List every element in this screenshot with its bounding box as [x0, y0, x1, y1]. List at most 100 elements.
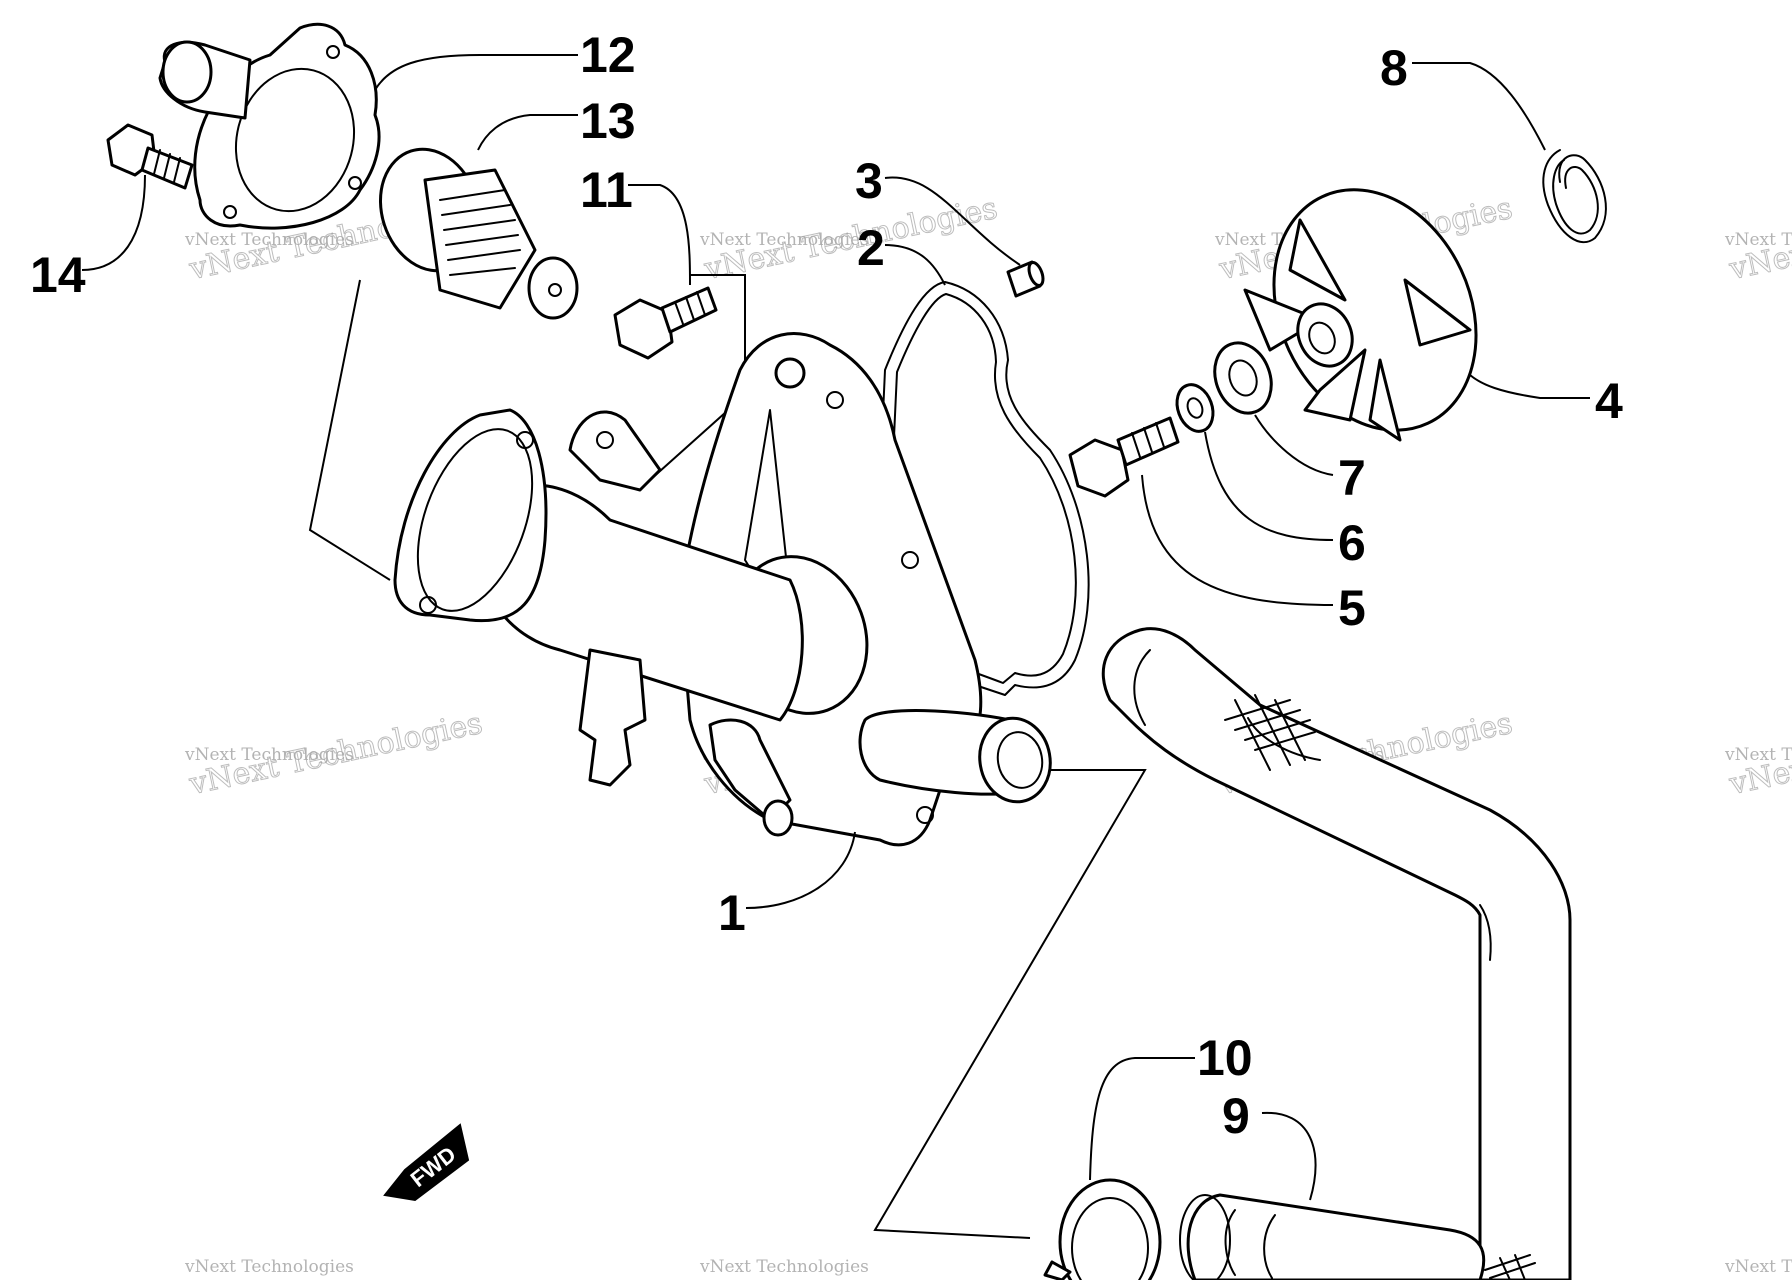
part-6-washer — [1175, 383, 1215, 433]
thermostat-valve — [527, 256, 579, 320]
watermark: vNext Technologies — [699, 1257, 869, 1277]
callout-11: 11 — [580, 162, 633, 218]
leader-12 — [374, 54, 578, 91]
cover-opening — [234, 67, 356, 213]
housing-drain-nipple — [578, 648, 647, 787]
housing-bolt-hole — [901, 551, 919, 569]
part-13-thermostat — [378, 147, 579, 320]
housing-flange-hole — [419, 596, 437, 614]
watermark: vNext Technologies vNext Technologies — [1724, 705, 1792, 802]
impeller-hub-bore — [1308, 321, 1336, 355]
housing-inlet-bore — [996, 731, 1044, 789]
impeller-hub — [1296, 302, 1354, 368]
dowel-pin-end — [1027, 261, 1045, 287]
impeller-vane — [1243, 288, 1322, 352]
callout-8: 8 — [1380, 40, 1408, 96]
bolt-11-head — [613, 298, 674, 360]
bolt-14-threads — [153, 149, 181, 183]
hose-ridge — [1133, 649, 1151, 726]
callout-10: 10 — [1197, 1030, 1253, 1086]
assembly-lines — [308, 274, 1147, 1239]
cover-spout-end — [161, 40, 213, 104]
bolt-11-shank — [660, 286, 718, 334]
watermark: vNext Technologies — [184, 1257, 354, 1277]
clamp-outer — [1058, 1178, 1162, 1280]
washer-6-hole — [1186, 397, 1204, 419]
housing-outlet-face — [416, 428, 534, 612]
callout-2: 2 — [857, 220, 885, 276]
watermark: vNext Technologies vNext Technologies — [699, 190, 1001, 287]
assembly-line-bolt — [649, 274, 746, 481]
housing-bolt-hole — [826, 391, 844, 409]
impeller-vane — [1403, 278, 1472, 347]
part-10-clamp — [1043, 1178, 1162, 1280]
housing-bolt-hole — [774, 357, 806, 389]
part-14-bolt — [106, 123, 194, 190]
hose-texture — [1224, 694, 1316, 771]
housing-flange-hole — [516, 431, 534, 449]
housing-ear — [568, 410, 662, 492]
part-8-snap-ring — [1542, 149, 1607, 244]
callout-1: 1 — [718, 885, 746, 941]
assembly-line-hose — [873, 769, 1147, 1239]
bolt-5-threads — [1131, 422, 1165, 458]
housing-outlet-flange — [393, 408, 548, 623]
seal-7-hole — [1228, 359, 1258, 397]
callout-7: 7 — [1338, 450, 1366, 506]
impeller-vane — [1303, 348, 1367, 422]
callout-6: 6 — [1338, 515, 1366, 571]
callout-9: 9 — [1222, 1088, 1250, 1144]
thermostat-body — [423, 168, 537, 310]
thermostat-pin — [548, 283, 562, 297]
watermark-small: vNext Technologies — [184, 230, 354, 250]
leader-13 — [477, 114, 578, 151]
part-1-pump-housing — [393, 332, 1052, 847]
housing-ear-hole — [596, 431, 614, 449]
leader-2 — [884, 244, 946, 286]
leader-1 — [745, 831, 856, 909]
part-5-bolt — [1068, 416, 1180, 498]
leader-5 — [1141, 474, 1334, 606]
leader-4 — [1469, 374, 1590, 399]
hose-ridge — [1224, 1209, 1276, 1279]
callout-14: 14 — [30, 247, 86, 303]
hose-upper-bend — [1101, 627, 1572, 1280]
watermark-small: vNext Technologies — [1724, 1257, 1792, 1277]
assembly-line-cover — [308, 279, 391, 581]
leader-7 — [1254, 414, 1334, 476]
part-11-bolt — [613, 286, 718, 360]
leader-11 — [628, 184, 691, 286]
washer-6 — [1175, 383, 1215, 433]
housing-bypass-end — [762, 799, 794, 837]
housing-bypass-pipe — [708, 718, 792, 822]
cover-bolt-hole — [223, 205, 237, 219]
watermark-small: vNext Technologies — [1724, 745, 1792, 765]
cover-bolt-hole — [348, 176, 362, 190]
callout-3: 3 — [855, 153, 883, 209]
watermark: vNext Technologies vNext Technologies — [184, 705, 486, 802]
part-3-dowel-pin — [1006, 260, 1045, 298]
watermark-small: vNext Technologies — [699, 1257, 869, 1277]
hose-ridge — [1479, 904, 1492, 961]
watermark-small: vNext Technologies — [184, 1257, 354, 1277]
callout-4: 4 — [1595, 373, 1623, 429]
watermark-small: vNext Technologies — [699, 230, 869, 250]
housing-bolt-hole — [916, 806, 934, 824]
part-4-impeller — [1243, 188, 1478, 442]
cover-bolt-hole — [326, 45, 340, 59]
impeller-vane — [1288, 218, 1347, 302]
hose-lower-end — [1186, 1193, 1486, 1280]
callout-12: 12 — [580, 27, 636, 83]
leader-6 — [1204, 431, 1334, 541]
thermostat-spring — [439, 189, 521, 276]
hose-texture — [1484, 1254, 1536, 1280]
watermark: vNext Technologies vNext Technologies — [1724, 190, 1792, 287]
callout-13: 13 — [580, 93, 636, 149]
leader-3 — [884, 176, 1021, 266]
snap-ring-inner — [1552, 159, 1599, 235]
hose-lower-opening — [1179, 1194, 1231, 1280]
part-7-seal — [1213, 341, 1273, 415]
callout-labels: 1 2 3 4 5 6 7 8 9 10 11 12 13 14 — [30, 27, 1623, 1144]
impeller-disk — [1272, 188, 1478, 432]
